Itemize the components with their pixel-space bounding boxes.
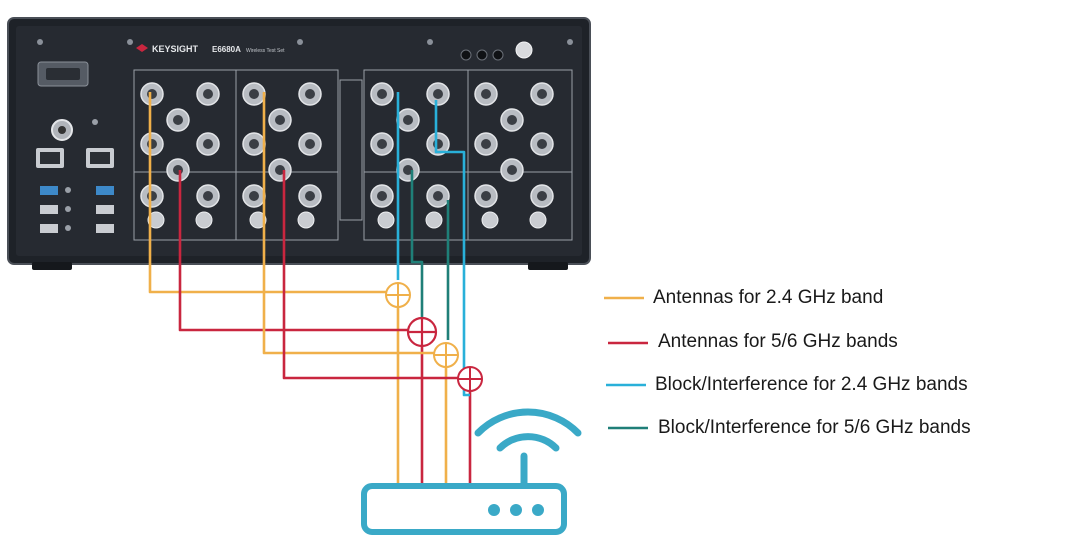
rf-port-pin xyxy=(275,165,285,175)
combiner-group xyxy=(385,282,483,392)
rf-port-pin xyxy=(403,165,413,175)
rf-port-pin xyxy=(173,115,183,125)
cable-2g4-antenna-a xyxy=(148,92,386,294)
rf-port-pin xyxy=(249,139,259,149)
rf-port-pin xyxy=(305,139,315,149)
instrument-brand: KEYSIGHT xyxy=(152,44,199,54)
rf-port-pin xyxy=(481,191,491,201)
rf-port-pin xyxy=(433,89,443,99)
rf-port-pin xyxy=(403,115,413,125)
ref-port-connector xyxy=(297,211,315,229)
rf-port-pin xyxy=(203,139,213,149)
rf-port-pin xyxy=(537,191,547,201)
rf-port-pin xyxy=(433,139,443,149)
rf-port-pin xyxy=(481,89,491,99)
circle-plus-icon xyxy=(406,316,438,348)
cable-2g4-interference-b xyxy=(434,100,470,397)
rf-port-pin xyxy=(147,139,157,149)
ref-port-connector xyxy=(481,211,499,229)
rf-port-pin xyxy=(507,115,517,125)
keysight-logo-icon xyxy=(136,44,148,52)
instrument-chassis: KEYSIGHT E6680A Wireless Test Set xyxy=(7,17,591,270)
rf-port-pin xyxy=(537,139,547,149)
rf-port-group xyxy=(140,82,554,229)
ref-port-connector xyxy=(529,211,547,229)
rf-port-pin xyxy=(377,89,387,99)
ref-port-connector xyxy=(195,211,213,229)
rf-port-pin xyxy=(305,191,315,201)
rf-port-pin xyxy=(433,191,443,201)
rf-port-pin xyxy=(537,89,547,99)
cable-2g4-antenna-b xyxy=(262,92,434,355)
io-panel xyxy=(36,61,114,233)
rf-port-pin xyxy=(377,139,387,149)
legend-label-2g4-interference: Block/Interference for 2.4 GHz bands xyxy=(655,374,968,395)
instrument-model: E6680A xyxy=(212,45,241,54)
cable-56-antenna-b xyxy=(282,170,458,380)
rf-port-pin xyxy=(305,89,315,99)
circle-plus-icon xyxy=(433,342,459,368)
circle-plus-icon xyxy=(457,366,483,392)
legend-label-56-interference: Block/Interference for 5/6 GHz bands xyxy=(658,417,971,438)
ref-port-connector xyxy=(377,211,395,229)
rf-port-pin xyxy=(147,89,157,99)
legend-label-2g4-antenna: Antennas for 2.4 GHz band xyxy=(653,287,884,308)
ref-port-connector xyxy=(249,211,267,229)
rf-port-pin xyxy=(147,191,157,201)
wifi-icon xyxy=(474,408,582,437)
instrument-subtitle: Wireless Test Set xyxy=(246,48,285,54)
rf-port-pin xyxy=(249,191,259,201)
instrument-header: KEYSIGHT E6680A Wireless Test Set xyxy=(37,39,573,61)
cable-56-antenna-a xyxy=(178,170,410,332)
router-icon xyxy=(361,408,582,535)
legend-label-56-antenna: Antennas for 5/6 GHz bands xyxy=(658,331,898,352)
cable-56-interference-a xyxy=(410,170,424,318)
ref-port-connector xyxy=(147,211,165,229)
rf-port-pin xyxy=(507,165,517,175)
legend-swatches xyxy=(604,296,648,430)
wifi-icon xyxy=(496,433,560,452)
rf-port-pin xyxy=(275,115,285,125)
rf-port-pin xyxy=(377,191,387,201)
rf-port-pin xyxy=(203,191,213,201)
ref-port-connector xyxy=(425,211,443,229)
rf-port-pin xyxy=(249,89,259,99)
rf-port-pin xyxy=(173,165,183,175)
circle-plus-icon xyxy=(385,282,411,308)
cable-group xyxy=(148,92,472,486)
rf-port-pin xyxy=(203,89,213,99)
rf-port-pin xyxy=(481,139,491,149)
